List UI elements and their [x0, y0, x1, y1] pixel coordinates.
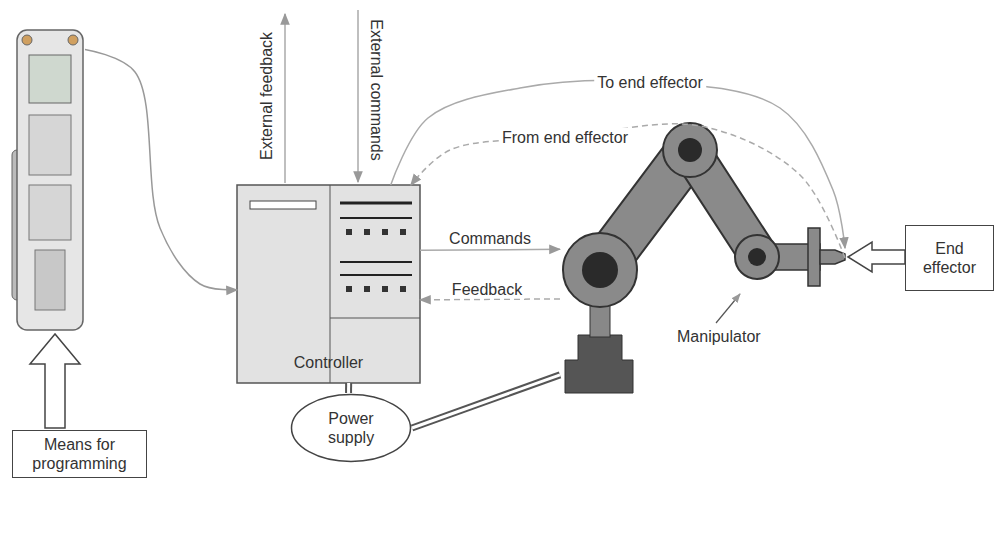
panel-buttons [346, 229, 406, 292]
pendant-grip [35, 250, 65, 310]
ellipse-outline [290, 393, 412, 463]
shoulder-joint [563, 233, 637, 307]
command-arrow [420, 249, 560, 250]
leader-arrow [716, 294, 740, 323]
cabinet-display [250, 201, 316, 209]
hollow-pointer-arrow [30, 334, 80, 428]
external-feedback-arrow [284, 14, 286, 183]
node-label: Manipulator [677, 327, 761, 346]
pendant-keypad [29, 185, 71, 240]
power-cable [412, 375, 560, 428]
signal-arrow [411, 124, 845, 258]
cabinet-divider [330, 318, 420, 319]
controller-cabinet [237, 185, 420, 383]
cabinet-body [237, 185, 420, 383]
signal-label: External feedback [257, 29, 276, 163]
robot-base [565, 335, 633, 393]
power-supply-ellipse [292, 395, 411, 462]
hollow-pointer-arrow [848, 242, 905, 272]
elbow-joint [663, 123, 717, 177]
connector-label: Commands [446, 229, 534, 248]
feedback-arrow [420, 298, 560, 300]
pendant-stop-button [22, 35, 32, 45]
tool-flange [808, 228, 820, 286]
signal-label: External commands [367, 16, 386, 163]
controller-box: Controller [237, 185, 420, 383]
pendant-stop-button [68, 35, 78, 45]
robot-manipulator [563, 123, 845, 393]
panel-bar [340, 261, 412, 263]
connector-label: From end effector [499, 128, 631, 147]
pendant-body [17, 30, 83, 330]
cable-core [347, 383, 350, 393]
shoulder-joint-core [582, 252, 618, 288]
node-label: Means for programming [12, 430, 147, 478]
gripper-tip [820, 250, 845, 264]
cabinet-divider [330, 185, 331, 383]
connector-label: Feedback [449, 280, 525, 299]
signal-arrow [391, 81, 845, 249]
panel-bar [340, 274, 412, 276]
node-label: End effector [905, 225, 994, 291]
cable-core [412, 375, 560, 428]
pendant-keypad [29, 115, 71, 175]
power-cable [345, 383, 352, 393]
elbow-joint-core [678, 138, 702, 162]
node-label: Controller [237, 353, 420, 372]
pendant-screen [29, 55, 71, 103]
panel-bar [340, 202, 412, 205]
end-effector-node: End effector [845, 225, 995, 291]
pendant-cable [85, 49, 237, 290]
external-commands-arrow [357, 10, 359, 182]
panel-bar [340, 217, 412, 219]
node-label: Power supply [290, 393, 412, 463]
wrist-joint-core [748, 248, 766, 266]
wrist-joint [735, 235, 779, 279]
connector-label: To end effector [594, 73, 706, 92]
power-supply-circle: Power supply [290, 393, 412, 463]
teach-pendant [12, 30, 83, 330]
programming-pendant-node: Means for programming [10, 25, 85, 330]
